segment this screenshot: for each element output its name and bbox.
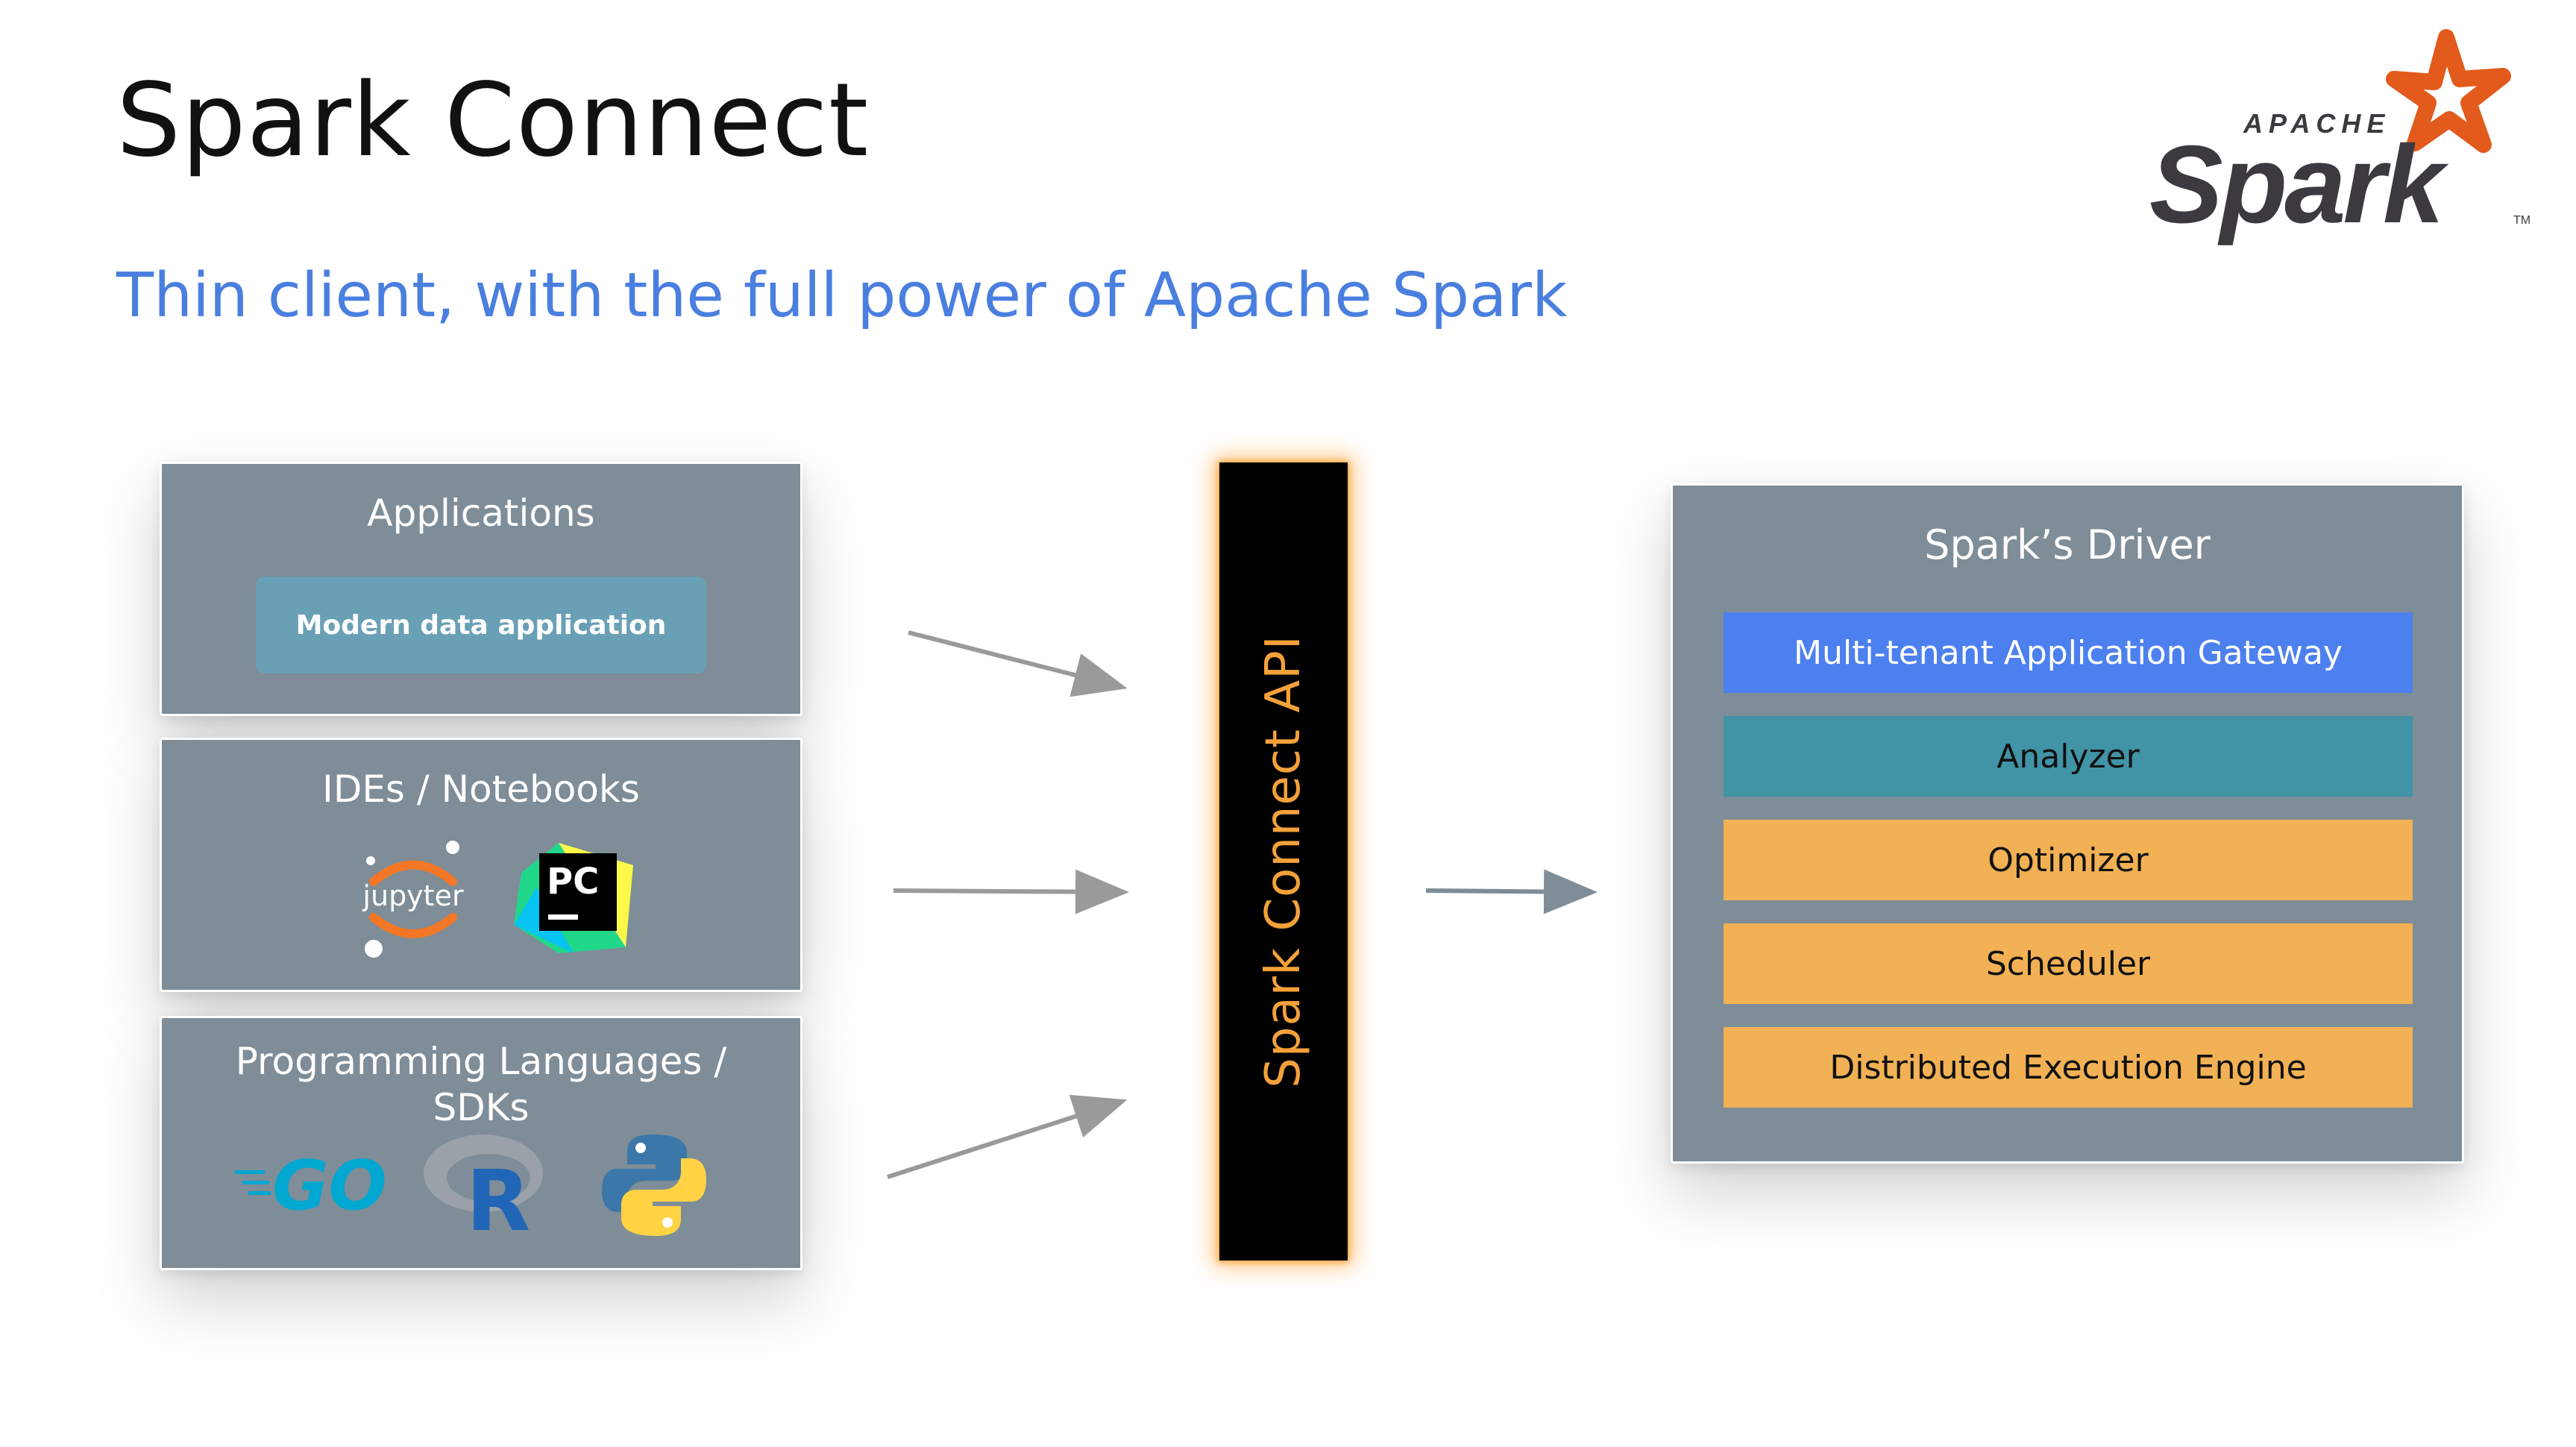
pycharm-label: PC bbox=[547, 861, 599, 903]
arrow-api-to-driver bbox=[1425, 869, 1598, 914]
languages-title-line1: Programming Languages / bbox=[235, 1040, 727, 1083]
apache-spark-logo: APACHE Spark TM bbox=[2133, 22, 2551, 261]
r-label: R bbox=[466, 1153, 530, 1250]
layer-analyzer: Analyzer bbox=[1724, 716, 2413, 797]
programming-languages-card: Programming Languages / SDKs GO R bbox=[160, 1016, 802, 1270]
ides-notebooks-title: IDEs / Notebooks bbox=[322, 768, 640, 811]
spark-driver-title: Spark’s Driver bbox=[1924, 521, 2211, 568]
languages-title-line2: SDKs bbox=[433, 1086, 530, 1129]
page-subtitle: Thin client, with the full power of Apac… bbox=[116, 260, 1568, 331]
spark-driver-card: Spark’s Driver Multi-tenant Application … bbox=[1671, 483, 2464, 1164]
layer-optimizer: Optimizer bbox=[1724, 820, 2413, 900]
brand-small-text: APACHE bbox=[2243, 108, 2390, 139]
go-label: GO bbox=[272, 1146, 387, 1225]
go-icon: GO bbox=[235, 1145, 392, 1225]
layer-distributed-execution-engine: Distributed Execution Engine bbox=[1724, 1027, 2413, 1108]
modern-data-application-chip: Modern data application bbox=[256, 577, 706, 674]
spark-connect-api-label: Spark Connect API bbox=[1256, 635, 1311, 1088]
brand-large-text: Spark bbox=[2149, 123, 2449, 246]
trademark-text: TM bbox=[2513, 214, 2531, 227]
applications-card: Applications Modern data application bbox=[160, 462, 802, 716]
jupyter-icon: jupyter bbox=[357, 837, 469, 958]
applications-title: Applications bbox=[367, 492, 595, 535]
spark-star-icon bbox=[2386, 29, 2511, 153]
spark-star-logo-icon: APACHE Spark TM bbox=[2149, 29, 2531, 246]
layer-scheduler: Scheduler bbox=[1724, 923, 2413, 1004]
pycharm-icon: PC bbox=[514, 843, 641, 955]
arrow-ides-to-api bbox=[893, 869, 1129, 914]
arrow-applications-to-api bbox=[908, 630, 1128, 697]
ides-notebooks-card: IDEs / Notebooks jupyter PC bbox=[160, 738, 802, 992]
arrow-languages-to-api bbox=[887, 1094, 1128, 1179]
page-title: Spark Connect bbox=[116, 62, 870, 180]
layer-application-gateway: Multi-tenant Application Gateway bbox=[1724, 612, 2413, 693]
python-icon bbox=[600, 1131, 708, 1239]
r-icon: R bbox=[420, 1130, 547, 1250]
spark-connect-api-bar: Spark Connect API bbox=[1219, 462, 1348, 1261]
jupyter-label: jupyter bbox=[362, 879, 464, 912]
